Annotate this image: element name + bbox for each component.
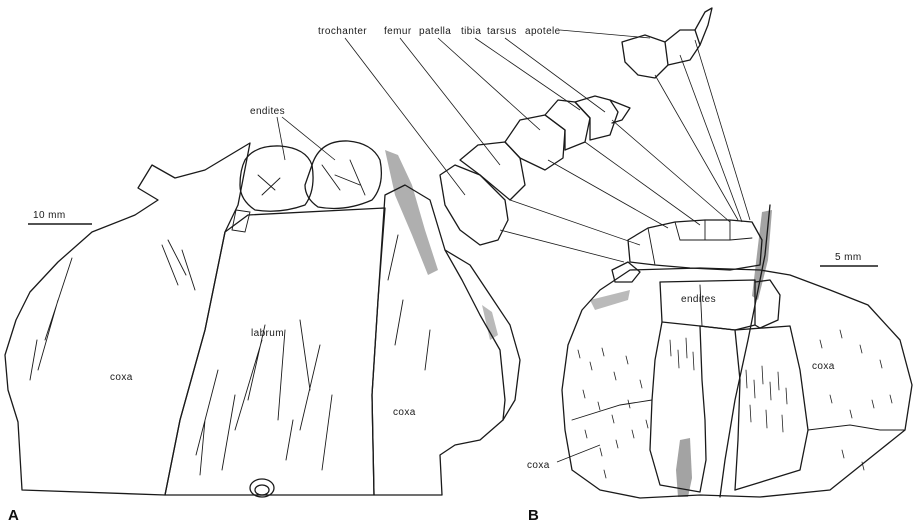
- endites-label-b: endites: [681, 294, 716, 305]
- labrum-outline: [165, 208, 385, 495]
- left-margin-stipple: [590, 290, 630, 310]
- basal-stipple: [676, 438, 692, 497]
- central-plate-hatching: [670, 338, 787, 432]
- labrum-basal-socket: [250, 479, 274, 497]
- scale-label-a: 10 mm: [33, 210, 66, 221]
- label-apotele: apotele: [525, 26, 561, 37]
- coxa-b-right-boundary: [808, 425, 905, 430]
- panel-a-drawing: [5, 96, 630, 497]
- panel-label-b: B: [528, 507, 539, 524]
- coxa-label-b-right: coxa: [812, 361, 835, 372]
- isolated-tarsus-apotele: [622, 8, 712, 78]
- panel-label-a: A: [8, 507, 19, 524]
- label-trochanter: trochanter: [318, 26, 367, 37]
- central-crack-stipple: [752, 210, 772, 300]
- endites-leader-2: [282, 117, 335, 160]
- labrum-texture: [196, 320, 332, 475]
- coxa-b-leader: [557, 445, 600, 462]
- leg-a-trochanter: [440, 165, 508, 245]
- endite-right-outline: [305, 141, 381, 209]
- scale-bar-a: 10 mm: [28, 210, 92, 224]
- labrum-basal-socket-inner: [255, 485, 269, 495]
- panel-b-drawing: [562, 205, 912, 498]
- coxa-label-a-right: coxa: [393, 407, 416, 418]
- endite-left-outline: [240, 146, 313, 211]
- label-tarsus: tarsus: [487, 26, 517, 37]
- label-patella: patella: [419, 26, 451, 37]
- label-tibia: tibia: [461, 26, 481, 37]
- coxa-label-b-bottom: coxa: [527, 460, 550, 471]
- coxa-b-left-hatching: [578, 348, 648, 478]
- leg-a-tarsus: [575, 96, 618, 140]
- coxa-label-a-left: coxa: [110, 372, 133, 383]
- left-coxa-outline: [5, 143, 250, 495]
- leg-a-tibia: [545, 100, 590, 150]
- scale-label-b: 5 mm: [835, 252, 862, 263]
- left-coxa-texture: [30, 240, 195, 380]
- labrum-label: labrum: [251, 328, 284, 339]
- leg-leader-lines: [345, 30, 750, 262]
- endites-leader-1: [277, 117, 285, 160]
- panel-b-endite-block: [660, 280, 755, 330]
- right-coxa-outline: [372, 185, 505, 495]
- leg-segment-labels: trochanter femur patella tibia tarsus ap…: [318, 26, 561, 37]
- leg-b-segments: [628, 220, 762, 270]
- label-femur: femur: [384, 26, 412, 37]
- right-outer-fragment: [445, 250, 520, 420]
- scale-bar-b: 5 mm: [820, 252, 878, 266]
- endites-label-a: endites: [250, 106, 285, 117]
